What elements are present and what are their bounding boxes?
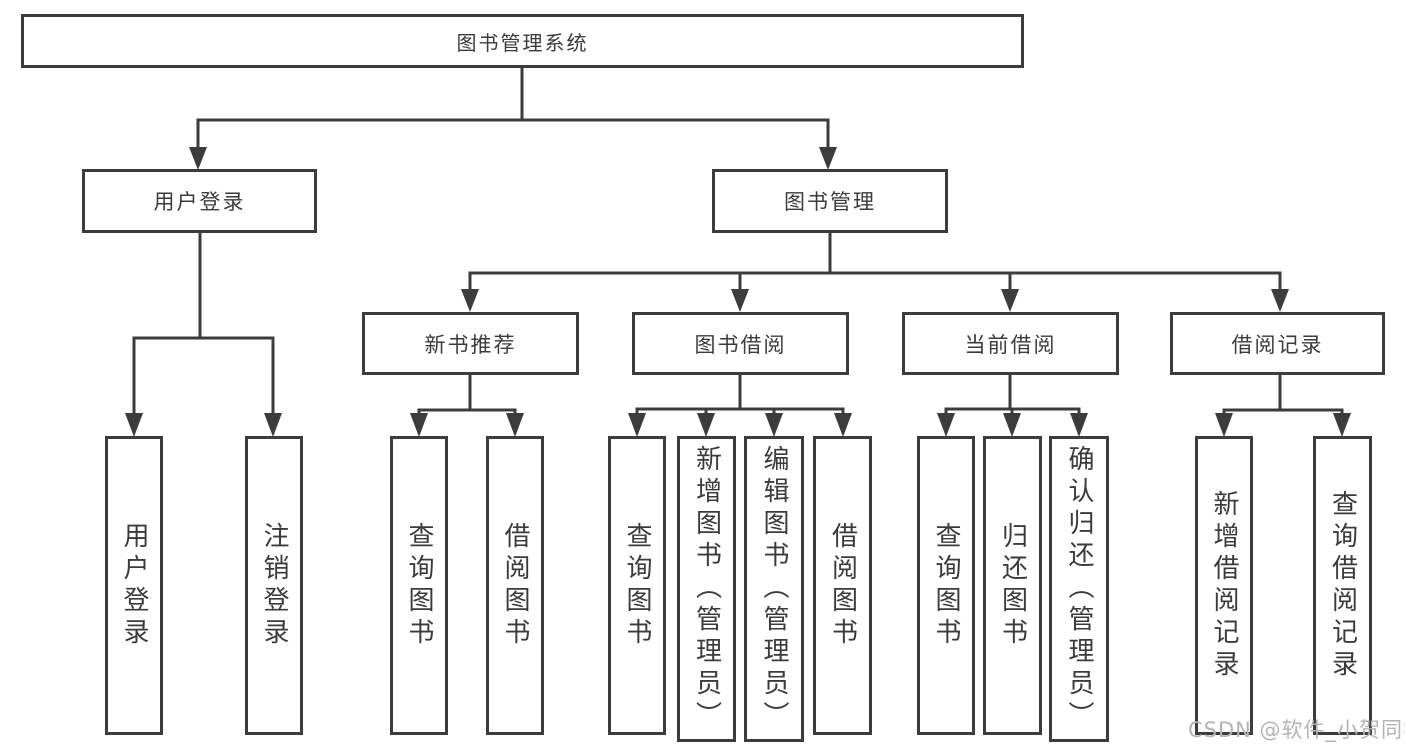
leaf-query-books-borrow: 查询图书 bbox=[608, 436, 666, 735]
leaf-borrow-books: 借阅图书 bbox=[813, 436, 872, 735]
leaf-return-books: 归还图书 bbox=[983, 436, 1042, 735]
node-label: 图书借阅 bbox=[694, 332, 787, 357]
leaf-logout: 注销登录 bbox=[245, 436, 303, 735]
connector-book-borrow-to-leaves bbox=[628, 375, 852, 437]
leaf-confirm-return-admin: 确认归还（管理员） bbox=[1049, 436, 1109, 742]
node-label: 新书推荐 bbox=[424, 332, 517, 357]
leaf-label: 查询图书 bbox=[931, 521, 961, 650]
node-current-borrow: 当前借阅 bbox=[902, 312, 1119, 375]
node-borrow-records: 借阅记录 bbox=[1170, 312, 1385, 375]
connector-user-login-to-leaves bbox=[125, 233, 282, 437]
leaf-label: 查询图书 bbox=[404, 521, 434, 650]
leaf-add-borrow-record: 新增借阅记录 bbox=[1195, 436, 1253, 735]
connector-book-management-to-level3 bbox=[461, 233, 1289, 312]
leaf-query-books-current: 查询图书 bbox=[917, 436, 975, 735]
leaf-label: 归还图书 bbox=[997, 521, 1028, 650]
node-book-management: 图书管理 bbox=[712, 169, 948, 233]
node-user-login: 用户登录 bbox=[82, 169, 317, 233]
leaf-label: 新增图书（管理员） bbox=[691, 445, 722, 733]
node-label: 图书管理 bbox=[784, 190, 876, 214]
leaf-label: 查询图书 bbox=[622, 521, 652, 650]
leaf-borrow-books-recommend: 借阅图书 bbox=[486, 436, 544, 735]
leaf-user-login: 用户登录 bbox=[105, 436, 163, 735]
leaf-query-borrow-record: 查询借阅记录 bbox=[1313, 436, 1372, 735]
node-new-book-recommend: 新书推荐 bbox=[362, 312, 579, 375]
connector-new-book-to-leaves bbox=[410, 375, 524, 437]
node-label: 借阅记录 bbox=[1231, 332, 1324, 357]
connector-current-borrow-to-leaves bbox=[937, 375, 1088, 437]
leaf-label: 查询借阅记录 bbox=[1327, 489, 1358, 682]
node-library-management-system: 图书管理系统 bbox=[21, 14, 1024, 68]
leaf-label: 借阅图书 bbox=[500, 521, 530, 650]
leaf-label: 确认归还（管理员） bbox=[1064, 445, 1094, 733]
connector-borrow-records-to-leaves bbox=[1215, 375, 1351, 437]
csdn-watermark: CSDN @软件_小贺同学 bbox=[1188, 718, 1405, 742]
node-label: 图书管理系统 bbox=[456, 30, 589, 55]
leaf-label: 编辑图书（管理员） bbox=[759, 445, 789, 733]
connector-root-to-level2 bbox=[189, 68, 837, 170]
leaf-edit-books-admin: 编辑图书（管理员） bbox=[744, 436, 804, 742]
leaf-query-books-recommend: 查询图书 bbox=[390, 436, 448, 735]
leaf-add-books-admin: 新增图书（管理员） bbox=[677, 436, 736, 742]
node-label: 当前借阅 bbox=[964, 332, 1057, 357]
leaf-label: 新增借阅记录 bbox=[1209, 489, 1239, 682]
node-label: 用户登录 bbox=[153, 190, 246, 214]
node-book-borrow: 图书借阅 bbox=[632, 312, 849, 375]
leaf-label: 借阅图书 bbox=[827, 521, 858, 650]
leaf-label: 用户登录 bbox=[119, 521, 149, 650]
leaf-label: 注销登录 bbox=[259, 521, 289, 650]
